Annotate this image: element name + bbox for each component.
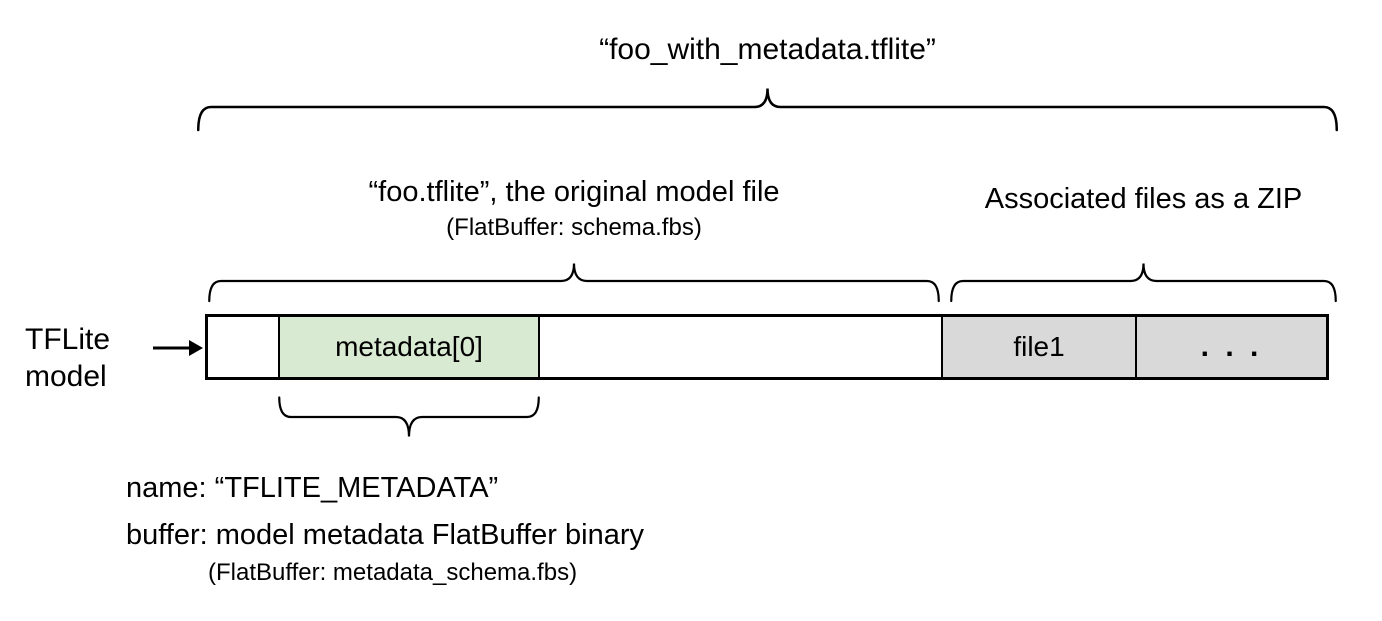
bar-segment-more-files: . . . [1135, 317, 1326, 377]
associated-files-label: Associated files as a ZIP [984, 183, 1303, 215]
under-brace-metadata-icon [278, 396, 540, 437]
tflite-model-label-line2: model [25, 360, 107, 393]
over-brace-original-model-icon [208, 263, 940, 303]
file-title: “foo_with_metadata.tflite” [599, 33, 936, 66]
model-bar: metadata[0] file1 . . . [205, 314, 1329, 380]
original-model-sublabel: (FlatBuffer: schema.fbs) [446, 214, 702, 241]
over-brace-full-file-icon [197, 88, 1338, 132]
bar-segment-model-body [538, 317, 941, 377]
bar-segment-header [208, 317, 278, 377]
metadata-schema-line: (FlatBuffer: metadata_schema.fbs) [208, 559, 578, 586]
over-brace-associated-files-icon [950, 263, 1337, 303]
bar-segment-file1: file1 [941, 317, 1135, 377]
bar-segment-metadata-label: metadata[0] [335, 331, 483, 362]
bar-segment-more-files-label: . . . [1200, 330, 1263, 363]
right-arrow-icon [153, 340, 203, 356]
tflite-model-label-line1: TFLite [25, 323, 111, 356]
metadata-buffer-line: buffer: model metadata FlatBuffer binary [126, 519, 644, 551]
bar-segment-file1-label: file1 [1013, 331, 1065, 362]
original-model-label: “foo.tflite”, the original model file [368, 176, 780, 208]
metadata-name-line: name: “TFLITE_METADATA” [126, 472, 499, 504]
bar-segment-metadata: metadata[0] [278, 317, 538, 377]
